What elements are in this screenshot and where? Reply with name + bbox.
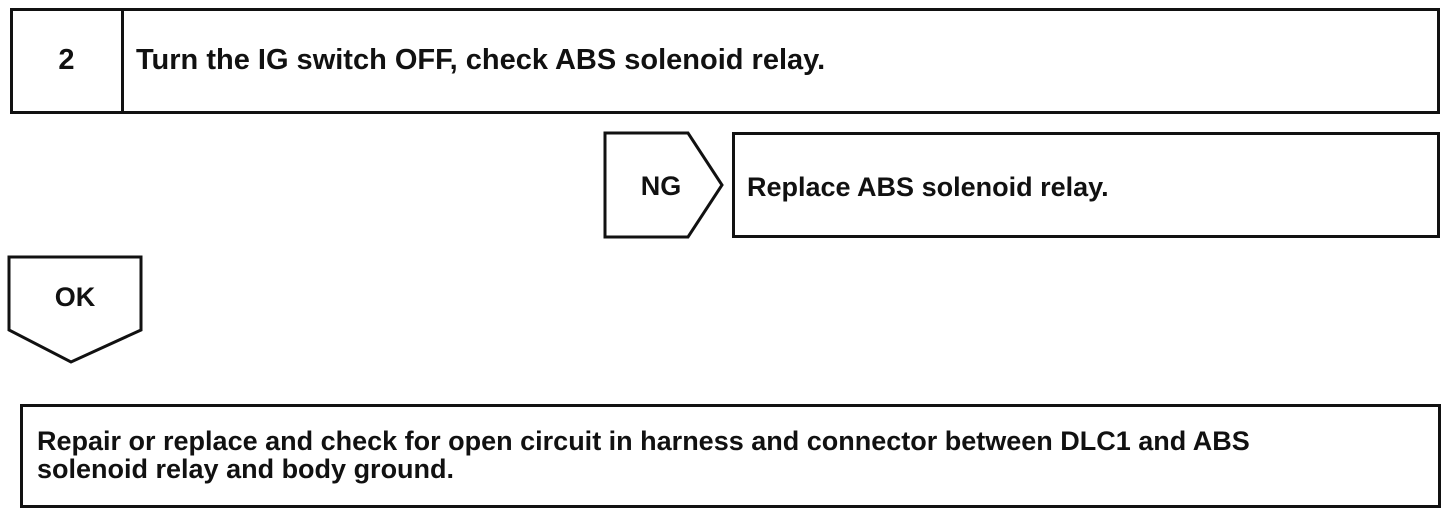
ng-label: NG <box>640 171 682 201</box>
step-number: 2 <box>58 44 75 76</box>
ok-label: OK <box>54 282 96 312</box>
step-number-divider <box>121 8 124 114</box>
ng-action-box <box>732 132 1440 238</box>
step-title: Turn the IG switch OFF, check ABS soleno… <box>136 44 826 76</box>
ng-action-text: Replace ABS solenoid relay. <box>747 172 1109 202</box>
final-action-box <box>20 404 1441 508</box>
final-action-line1: Repair or replace and check for open cir… <box>37 426 1250 456</box>
ok-arrow-tag <box>7 255 143 364</box>
step-box <box>10 8 1440 114</box>
final-action-line2: solenoid relay and body ground. <box>37 454 455 484</box>
